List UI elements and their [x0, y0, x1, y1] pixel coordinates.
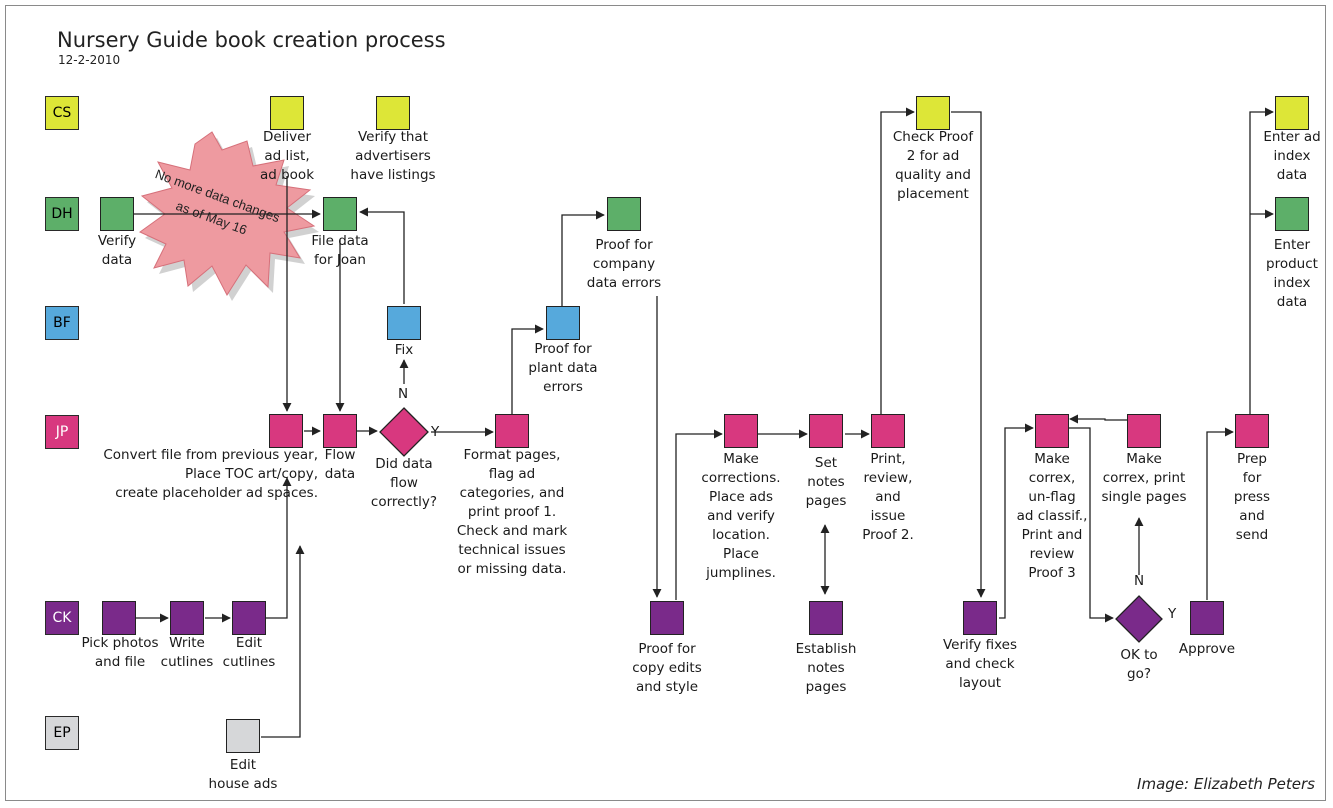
box-write-cutlines — [170, 601, 204, 635]
box-verify-fixes — [963, 601, 997, 635]
box-flow-data — [323, 414, 357, 448]
label-enter-ad-index: Enter ad index data — [1263, 129, 1321, 183]
lane-ep: EP — [45, 716, 79, 750]
label-file-data: File data for Joan — [311, 233, 369, 268]
label-fix: Fix — [394, 342, 414, 358]
label-verify-data: Verify data — [97, 233, 137, 268]
label-write-cutlines: Write cutlines — [160, 635, 214, 670]
box-proof-company — [607, 197, 641, 231]
box-approve — [1190, 601, 1224, 635]
box-proof-plant — [546, 306, 580, 340]
box-proof-copy — [650, 601, 684, 635]
box-deliver-ad-list — [270, 96, 304, 130]
label-ok-to-go: OK to go? — [1120, 647, 1158, 682]
decision-ok-to-go — [1115, 595, 1163, 643]
decision-did-data-flow — [379, 407, 429, 457]
label-proof-plant: Proof for plant data errors — [528, 341, 598, 395]
lane-bf: BF — [45, 306, 79, 340]
label-verify-fixes: Verify fixes and check layout — [942, 637, 1017, 691]
label-make-correx: Make correx, un-flag ad classif., Print … — [1016, 451, 1088, 581]
box-make-correx — [1035, 414, 1069, 448]
box-print-review — [871, 414, 905, 448]
label-no-ok-to-go: N — [1134, 573, 1145, 589]
label-establish-notes: Establish notes pages — [795, 641, 857, 695]
label-yes-did-data-flow: Y — [431, 424, 440, 440]
box-prep-press — [1235, 414, 1269, 448]
diagram-date: 12-2-2010 — [58, 53, 121, 67]
box-edit-cutlines — [232, 601, 266, 635]
lane-dh: DH — [45, 197, 79, 231]
box-convert-file — [269, 414, 303, 448]
label-print-review: Print, review, and issue Proof 2. — [862, 451, 914, 543]
diagram-title: Nursery Guide book creation process — [57, 28, 446, 52]
box-check-proof2 — [916, 96, 950, 130]
box-edit-house-ads — [226, 719, 260, 753]
label-proof-company: Proof for company data errors — [586, 237, 662, 291]
label-approve: Approve — [1178, 641, 1236, 657]
label-pick-photos: Pick photos and file — [81, 635, 159, 670]
box-verify-advertisers — [376, 96, 410, 130]
label-verify-advertisers: Verify that advertisers have listings — [350, 129, 436, 183]
label-no-did-data-flow: N — [398, 386, 409, 402]
label-proof-copy: Proof for copy edits and style — [632, 641, 702, 695]
label-edit-house-ads: Edit house ads — [208, 757, 278, 792]
box-verify-data — [100, 197, 134, 231]
label-did-data-flow: Did data flow correctly? — [370, 456, 438, 510]
box-file-data — [323, 197, 357, 231]
box-enter-ad-index — [1275, 96, 1309, 130]
label-convert-file: Convert file from previous year, Place T… — [103, 447, 318, 501]
lane-cs: CS — [45, 96, 79, 130]
diagram-frame — [5, 5, 1326, 801]
label-set-notes: Set notes pages — [805, 455, 847, 509]
box-enter-product-index — [1275, 197, 1309, 231]
label-check-proof2: Check Proof 2 for ad quality and placeme… — [892, 129, 974, 202]
lane-jp: JP — [45, 415, 79, 449]
box-format-pages — [495, 414, 529, 448]
label-make-corrections: Make corrections. Place ads and verify l… — [701, 451, 781, 581]
box-fix — [387, 306, 421, 340]
label-enter-product-index: Enter product index data — [1266, 237, 1318, 310]
box-make-corrections — [724, 414, 758, 448]
label-edit-cutlines: Edit cutlines — [222, 635, 276, 670]
box-establish-notes — [809, 601, 843, 635]
label-flow-data: Flow data — [324, 447, 356, 482]
label-make-correx-single: Make correx, print single pages — [1101, 451, 1187, 505]
image-credit: Image: Elizabeth Peters — [1137, 775, 1315, 793]
label-format-pages: Format pages, flag ad categories, and pr… — [456, 447, 568, 577]
label-yes-ok-to-go: Y — [1168, 606, 1177, 622]
lane-ck: CK — [45, 601, 79, 635]
label-prep-press: Prep for press and send — [1233, 451, 1271, 543]
box-make-correx-single — [1127, 414, 1161, 448]
box-pick-photos — [102, 601, 136, 635]
box-set-notes — [809, 414, 843, 448]
label-deliver-ad-list: Deliver ad list, ad book — [259, 129, 315, 183]
